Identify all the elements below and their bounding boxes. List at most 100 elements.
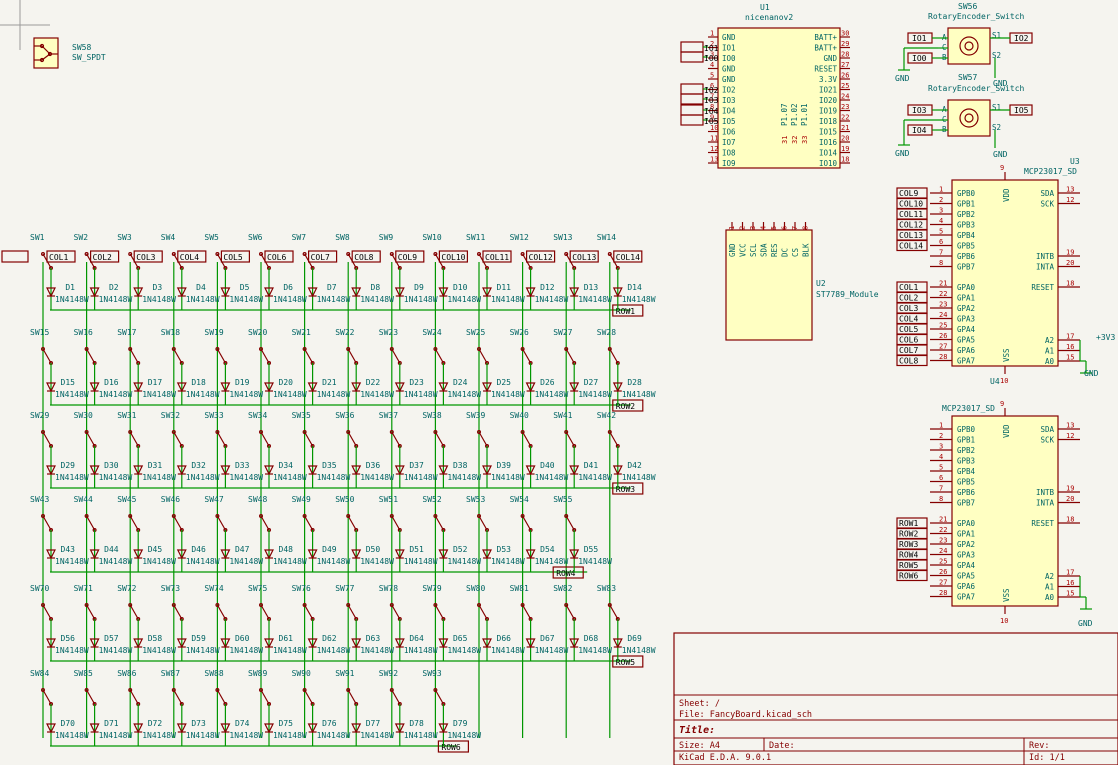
u1-pin-num: 19 [841,145,849,153]
u1-pin-num: 11 [710,135,718,143]
enc1-ref: SW56 [958,2,977,11]
switch-ref: SW35 [292,411,311,420]
u2-pin-num: 6 [781,226,789,230]
u3-pin-name: GPB5 [957,242,975,251]
diode-symbol [264,723,274,734]
u4-pin-num: 24 [939,547,947,555]
switch-contact [346,687,351,692]
col-label: COL1 [49,253,68,262]
u4-pin-num: 18 [1066,516,1074,524]
diode-ref: D8 [371,283,381,292]
tb-date: Date: [769,741,795,751]
u4-pin-num: 27 [939,579,947,587]
diode-symbol [176,723,187,734]
switch-contact [259,687,264,692]
switch-ref: SW54 [510,495,529,504]
diode-ref: D15 [61,378,76,387]
enc1-gnd2: GND [993,79,1008,88]
diode-value: 1N4148W [360,295,394,304]
u4-pin-name: SDA [1040,425,1054,434]
diode-symbol [569,638,580,649]
switch-symbol [216,253,226,269]
u1-pin-num: 4 [710,61,714,69]
u3-net-label-box [896,354,928,367]
u1-value: nicenanov2 [745,13,793,22]
diode-symbol [351,287,362,298]
diode-ref: D76 [322,719,337,728]
diode-value: 1N4148W [186,557,220,566]
col-label-box [395,250,425,263]
u4-pin-num: 16 [1066,579,1074,587]
diode-value: 1N4148W [578,473,612,482]
u4-net-label: ROW1 [899,519,918,528]
diode-symbol [89,638,100,649]
diode-value: 1N4148W [622,646,656,655]
u1-net-label-box [680,83,704,95]
col-label: COL8 [354,253,373,262]
diode-symbol [307,723,318,734]
diode-ref: D44 [104,545,119,554]
switch-contact [433,252,438,257]
u1-inner-pin-num: 31 [781,136,789,144]
u3-pin-num: 18 [1066,280,1074,288]
diode-value: 1N4148W [273,557,307,566]
u1-pin-num: 22 [841,114,849,122]
switch-ref: SW48 [248,495,267,504]
u3-net-label: COL9 [899,189,918,198]
u3-vdd: VDD [1002,188,1011,202]
switch-contact [302,513,307,518]
diode-symbol [89,723,100,734]
switch-contact [389,513,394,518]
u3-pin-name: GPB0 [957,189,976,198]
rotary-encoder-sw56[interactable]: SW56 RotaryEncoder_Switch A C B S1 S2 IO… [895,2,1033,88]
switch-ref: SW22 [335,328,354,337]
u2-pin-name: GND [728,243,737,257]
diode-symbol [89,465,100,476]
enc1-in2-label: IO0 [912,54,927,63]
u4-vss: VSS [1002,588,1011,602]
switch-symbol [434,253,444,269]
u4-pin-num: 23 [939,537,947,545]
diode-ref: D45 [148,545,163,554]
col-label: COL10 [441,253,465,262]
diode-value: 1N4148W [404,731,438,740]
diode-value: 1N4148W [142,390,176,399]
switch-contact [259,513,264,518]
switch-symbol [86,604,96,620]
switch-symbol [609,431,619,447]
rotary-encoder-sw57[interactable]: SW57 RotaryEncoder_Switch A C B S1 S2 IO… [895,73,1033,159]
u2-pin-name: SDA [760,243,769,257]
diode-ref: D42 [627,461,642,470]
diode-ref: D67 [540,634,555,643]
switch-ref: SW16 [74,328,93,337]
switch-symbol [260,604,270,620]
diode-value: 1N4148W [360,557,394,566]
u1-pin-num: 18 [841,156,849,164]
switch-symbol [173,604,183,620]
enc2-ref: SW57 [958,73,977,82]
diode-value: 1N4148W [317,295,351,304]
switch-symbol [216,431,226,447]
switch-ref: SW12 [510,233,529,242]
switch-symbol [347,689,357,705]
switch-contact [259,430,264,435]
diode-value: 1N4148W [229,557,263,566]
switch-contact [259,252,264,257]
row-label: ROW1 [616,307,635,316]
diode-symbol [569,465,580,476]
diode-value: 1N4148W [55,390,89,399]
switch-ref: SW42 [597,411,616,420]
diode-ref: D79 [453,719,468,728]
switch-contact [520,513,525,518]
diode-ref: D2 [109,283,119,292]
switch-ref: SW6 [248,233,263,242]
u1-inner-pin-name: P1.01 [800,103,809,126]
enc1-in1-label: IO1 [912,34,927,43]
spdt-switch[interactable]: SW58 SW_SPDT [33,37,106,69]
